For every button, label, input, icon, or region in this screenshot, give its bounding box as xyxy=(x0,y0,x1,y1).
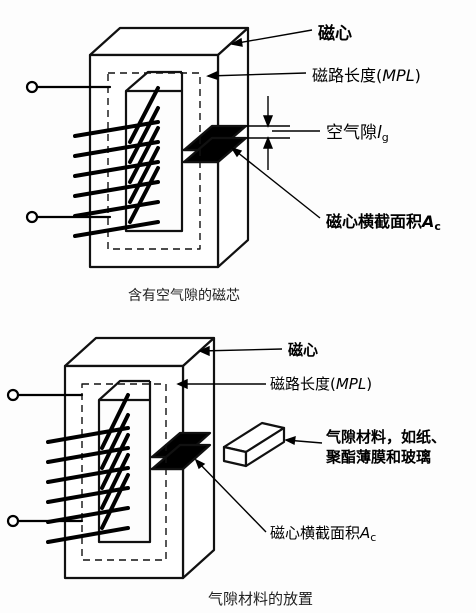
bottom-mpl-suffix: ) xyxy=(366,375,373,393)
top-core-front-face xyxy=(88,53,220,269)
top-area-prefix: 磁心横截面积 xyxy=(326,212,423,231)
bottom-area-leader-arrow xyxy=(194,458,206,470)
bottom-core-leader xyxy=(199,348,283,352)
bottom-leader-lines xyxy=(176,345,323,533)
bottom-material-label-line2: 聚酯薄膜和玻璃 xyxy=(326,448,432,466)
top-terminal-lower xyxy=(25,210,39,224)
bottom-mpl-leader-arrow xyxy=(176,378,188,390)
bottom-material-leader-arrow xyxy=(284,435,296,446)
top-core-leader-arrow xyxy=(229,37,243,47)
bottom-mpl-abbr: MPL xyxy=(335,375,367,393)
top-area-leader-arrow xyxy=(230,146,243,158)
bottom-terminal-lower xyxy=(6,514,20,528)
bottom-area-leader xyxy=(195,459,267,533)
bottom-winding-coil xyxy=(6,388,130,544)
top-gap-label: 空气隙lg xyxy=(326,118,389,144)
bottom-core-leader-arrow xyxy=(198,345,210,357)
top-mpl-abbr: MPL xyxy=(382,66,415,85)
bottom-material-label-line1: 气隙材料，如纸、 xyxy=(326,428,447,446)
top-core-leader xyxy=(231,29,313,45)
bottom-area-subscript: c xyxy=(370,531,377,544)
bottom-area-label: 磁心横截面积Ac xyxy=(270,522,376,544)
top-mpl-leader xyxy=(207,72,307,77)
top-mpl-prefix: 磁路长度( xyxy=(312,66,383,85)
top-gap-dim-arrowhead-down xyxy=(262,136,274,149)
top-area-subscript: c xyxy=(434,220,441,233)
bottom-magnetic-path-dashed xyxy=(81,383,167,561)
top-core-with-air-gap xyxy=(88,26,250,269)
bottom-core-with-gap-material xyxy=(63,336,286,580)
top-core-window-depth xyxy=(125,70,182,92)
top-terminal-upper xyxy=(25,80,39,94)
bottom-core-window-depth xyxy=(98,379,150,401)
top-gap-subscript: g xyxy=(381,131,389,144)
bottom-area-prefix: 磁心横截面积 xyxy=(270,524,361,542)
bottom-caption: 气隙材料的放置 xyxy=(208,590,314,608)
top-area-symbol: A xyxy=(422,212,435,231)
gap-material-block-side xyxy=(244,426,286,468)
bottom-terminal-upper xyxy=(6,388,20,402)
bottom-mpl-label: 磁路长度(MPL) xyxy=(270,373,372,394)
bottom-area-symbol: A xyxy=(360,524,371,542)
top-mpl-label: 磁路长度(MPL) xyxy=(312,62,421,86)
top-mpl-suffix: ) xyxy=(414,66,421,85)
top-gap-symbol: l xyxy=(377,123,382,143)
bottom-core-label: 磁心 xyxy=(288,341,319,359)
top-leader-lines xyxy=(206,29,321,219)
bottom-mpl-prefix: 磁路长度( xyxy=(270,375,336,393)
top-magnetic-path-dashed xyxy=(107,72,201,250)
top-mpl-leader-arrow xyxy=(206,70,218,80)
top-area-leader xyxy=(231,147,321,219)
top-caption: 含有空气隙的磁芯 xyxy=(128,288,240,304)
top-gap-prefix: 空气隙 xyxy=(326,123,377,143)
top-winding-coil xyxy=(25,80,160,238)
top-area-label: 磁心横截面积Ac xyxy=(326,208,441,233)
top-core-label: 磁心 xyxy=(318,24,352,44)
top-gap-dim-arrowhead-up xyxy=(262,115,274,128)
